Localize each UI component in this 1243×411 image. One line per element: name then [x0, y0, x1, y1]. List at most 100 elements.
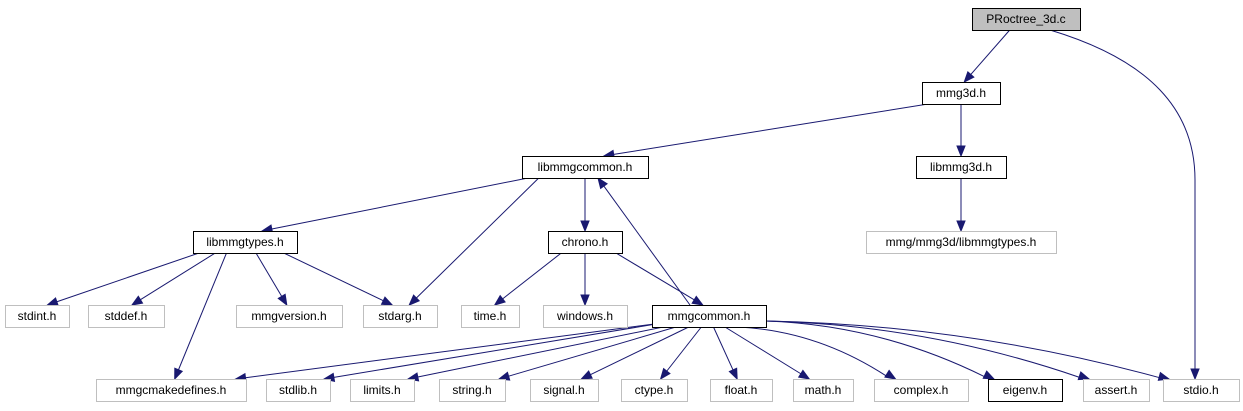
node-label: assert.h [1095, 383, 1138, 397]
edge-line [590, 326, 689, 376]
node-box [543, 305, 628, 328]
edge-arrowhead [130, 295, 144, 306]
node-mmgcmakedefines: mmgcmakedefines.h [96, 379, 247, 402]
node-box [88, 305, 165, 328]
edge-chrono-to-mmgcommon [615, 252, 704, 306]
edge-line [417, 326, 664, 378]
node-mmgcommon[interactable]: mmgcommon.h [652, 305, 767, 328]
node-box [350, 379, 415, 402]
node-box [866, 231, 1057, 254]
edge-arrowhead [956, 145, 966, 158]
edge-arrowhead [580, 370, 593, 380]
edge-mmgcommon-to-float [713, 326, 738, 381]
edge-mmgcommon-to-stdio [765, 320, 1171, 381]
edge-arrowhead [691, 295, 704, 306]
node-chrono[interactable]: chrono.h [548, 231, 623, 254]
edges-layer [46, 29, 1200, 383]
edge-arrowhead [597, 176, 608, 190]
node-label: libmmgcommon.h [538, 160, 633, 174]
edge-line [502, 252, 562, 300]
node-ctype: ctype.h [621, 379, 688, 402]
edge-arrowhead [728, 367, 738, 381]
node-label: ctype.h [635, 383, 674, 397]
node-box [193, 231, 298, 254]
edge-arrowhead [174, 367, 184, 381]
node-label: chrono.h [562, 235, 609, 249]
node-label: float.h [725, 383, 758, 397]
node-label: stdio.h [1183, 383, 1218, 397]
edge-line [245, 322, 663, 379]
edge-arrowhead [277, 293, 288, 307]
node-signal: signal.h [530, 379, 599, 402]
node-windows: windows.h [543, 305, 628, 328]
node-time: time.h [461, 305, 520, 328]
node-box [621, 379, 688, 402]
node-box [1083, 379, 1150, 402]
edge-arrowhead [1190, 368, 1200, 381]
node-label: time.h [474, 309, 507, 323]
edge-mmg3d-to-libmmgcommon [602, 103, 929, 160]
edge-line [666, 326, 702, 372]
edge-libmmgcommon-to-chrono [580, 178, 590, 233]
node-assert: assert.h [1083, 379, 1150, 402]
edge-mmgcommon-to-math [724, 326, 811, 380]
edge-libmmgtypes-to-mmgversion [255, 252, 288, 307]
node-label: stdarg.h [378, 309, 421, 323]
edge-mmgcommon-to-limits [406, 326, 664, 382]
edge-line [178, 252, 227, 370]
node-box [874, 379, 969, 402]
node-label: stddef.h [105, 309, 148, 323]
node-label: libmmgtypes.h [206, 235, 283, 249]
node-limits: limits.h [350, 379, 415, 402]
edge-proctree-to-stdio [1049, 29, 1200, 381]
node-label: PRoctree_3d.c [986, 12, 1065, 26]
edge-libmmgtypes-to-mmgcmakedefines [174, 252, 227, 381]
node-label: math.h [805, 383, 842, 397]
edge-line [615, 252, 695, 301]
node-string: string.h [439, 379, 506, 402]
edge-line [724, 326, 802, 375]
edge-arrowhead [982, 370, 996, 380]
node-box [461, 305, 520, 328]
edge-mmgcommon-to-complex [738, 326, 897, 380]
edge-line [283, 252, 384, 302]
edge-libmmg3d-to-libmmgtypes3d [956, 178, 966, 233]
edge-mmgcommon-to-eigenv [765, 320, 996, 380]
node-proctree[interactable]: PRoctree_3d.c [972, 8, 1081, 31]
node-box [710, 379, 773, 402]
node-libmmg3d[interactable]: libmmg3d.h [916, 156, 1007, 179]
node-eigenv[interactable]: eigenv.h [988, 379, 1063, 402]
node-label: eigenv.h [1003, 383, 1047, 397]
edge-libmmgcommon-to-libmmgtypes [260, 177, 529, 234]
edge-line [970, 29, 1011, 75]
node-box [530, 379, 599, 402]
node-box [522, 156, 649, 179]
node-libmmgtypes[interactable]: libmmgtypes.h [193, 231, 298, 254]
edge-line [56, 252, 200, 303]
node-label: mmgversion.h [251, 309, 326, 323]
edge-mmgcommon-to-libmmgcommon [597, 176, 691, 306]
node-mmg3d[interactable]: mmg3d.h [922, 82, 1001, 105]
edge-arrowhead [493, 294, 506, 306]
edge-arrowhead [408, 294, 421, 306]
node-box [972, 8, 1081, 31]
edge-mmgcommon-to-stdlib [322, 322, 663, 382]
edge-mmgcommon-to-signal [580, 326, 689, 380]
edge-line [271, 177, 529, 230]
edge-arrowhead [956, 220, 966, 233]
edge-arrowhead [497, 371, 511, 381]
node-label: libmmg3d.h [930, 160, 992, 174]
node-box [916, 156, 1007, 179]
node-box [96, 379, 247, 402]
edge-arrowhead [580, 220, 590, 233]
edge-arrowhead [46, 297, 59, 307]
edge-mmgcommon-to-string [497, 326, 676, 381]
node-libmmgcommon[interactable]: libmmgcommon.h [522, 156, 649, 179]
edge-mmgcommon-to-mmgcmakedefines [234, 322, 663, 383]
node-label: stdint.h [18, 309, 57, 323]
node-libmmgtypes3d: mmg/mmg3d/libmmgtypes.h [866, 231, 1057, 254]
node-stdarg: stdarg.h [363, 305, 438, 328]
node-box [988, 379, 1063, 402]
edge-libmmgtypes-to-stdarg [283, 252, 394, 306]
